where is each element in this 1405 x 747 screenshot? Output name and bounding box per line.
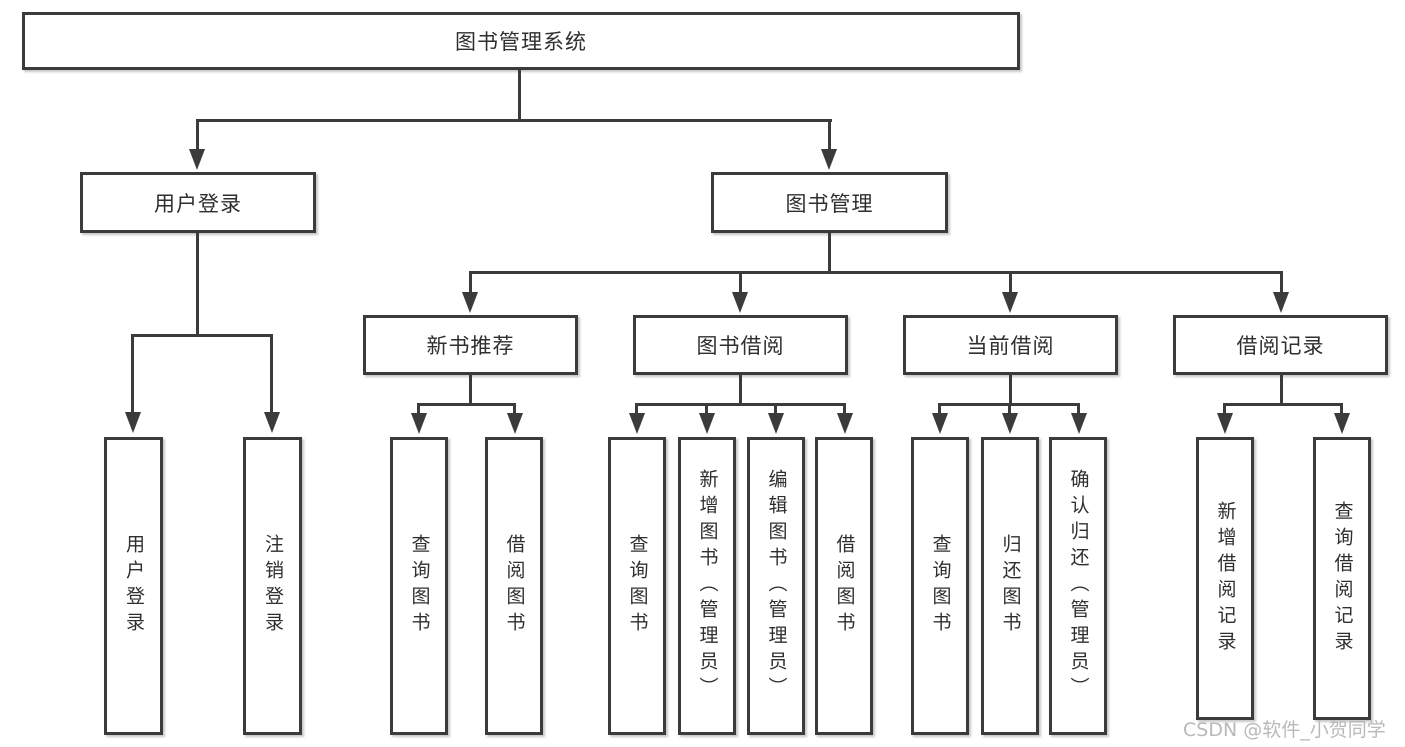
leaf-return-book: 归还图书 [981,437,1039,735]
arrow-down-icon [1002,292,1018,313]
connector-line [469,373,472,406]
connector-line [739,271,742,293]
connector-line [417,403,516,406]
leaf-add-borrow-record: 新增借阅记录 [1196,437,1254,720]
leaf-label: 用户登录 [123,534,145,638]
connector-line [1008,403,1011,414]
arrow-down-icon [837,413,853,434]
leaf-label: 编辑图书（管理员） [765,469,788,703]
arrow-down-icon [768,413,784,434]
connector-line [635,403,638,414]
leaf-label: 查询图书 [626,534,649,638]
node-library-management-system: 图书管理系统 [22,12,1020,70]
arrow-down-icon [411,413,427,434]
connector-line [1340,403,1343,414]
leaf-label: 注销登录 [262,534,284,638]
arrow-down-icon [1002,413,1018,434]
leaf-user-login: 用户登录 [104,437,163,735]
connector-line [270,334,273,413]
leaf-query-books-recommend: 查询图书 [390,437,448,735]
leaf-label: 确认归还（管理员） [1067,469,1090,703]
connector-line [469,271,472,293]
node-label: 图书管理系统 [455,30,587,54]
leaf-borrow-books-borrowing: 借阅图书 [815,437,873,735]
leaf-label: 借阅图书 [503,534,526,638]
connector-line [1223,403,1226,414]
csdn-watermark: CSDN @软件_小贺同学 [1183,719,1386,741]
node-book-management: 图书管理 [711,172,948,233]
leaf-query-books-current: 查询图书 [911,437,969,735]
arrow-down-icon [1217,413,1233,434]
connector-line [1009,271,1012,293]
node-label: 当前借阅 [966,334,1055,358]
leaf-label: 归还图书 [999,534,1022,638]
connector-line [828,119,831,150]
connector-line [1280,271,1283,293]
leaf-label: 借阅图书 [833,534,856,638]
leaf-edit-book-admin: 编辑图书（管理员） [747,437,805,735]
leaf-query-borrow-record: 查询借阅记录 [1313,437,1371,720]
arrow-down-icon [507,413,523,434]
arrow-down-icon [1334,413,1350,434]
leaf-label: 新增借阅记录 [1214,500,1237,657]
leaf-logout: 注销登录 [243,437,302,735]
arrow-down-icon [125,412,141,433]
node-current-borrowing: 当前借阅 [903,315,1118,375]
arrow-down-icon [732,292,748,313]
connector-line [705,403,708,414]
leaf-label: 查询图书 [929,534,952,638]
arrow-down-icon [462,292,478,313]
connector-line [1009,373,1012,406]
node-label: 图书借阅 [696,334,785,358]
arrow-down-icon [629,413,645,434]
connector-line [635,403,846,406]
node-label: 用户登录 [154,191,242,216]
arrow-down-icon [699,413,715,434]
node-label: 图书管理 [785,191,874,216]
connector-line [513,403,516,414]
leaf-label: 查询借阅记录 [1331,500,1354,657]
connector-line [828,231,831,274]
connector-line [1280,373,1283,406]
connector-line [196,119,832,122]
node-label: 新书推荐 [426,334,515,358]
leaf-add-book-admin: 新增图书（管理员） [678,437,736,735]
arrow-down-icon [821,149,837,170]
connector-line [131,334,272,337]
node-user-login: 用户登录 [80,172,316,233]
arrow-down-icon [189,149,205,170]
connector-line [843,403,846,414]
arrow-down-icon [932,413,948,434]
connector-line [196,119,199,150]
node-new-book-recommendation: 新书推荐 [363,315,578,375]
connector-line [739,373,742,406]
leaf-label: 查询图书 [408,534,431,638]
leaf-label: 新增图书（管理员） [696,469,719,703]
connector-line [469,271,1283,274]
connector-line [938,403,941,414]
connector-line [131,334,134,413]
connector-line [518,68,521,122]
connector-line [774,403,777,414]
arrow-down-icon [1071,413,1087,434]
node-book-borrowing: 图书借阅 [633,315,848,375]
connector-line [1077,403,1080,414]
node-label: 借阅记录 [1236,334,1325,358]
connector-line [417,403,420,414]
arrow-down-icon [1273,292,1289,313]
connector-line [1223,403,1343,406]
arrow-down-icon [264,412,280,433]
connector-line [196,231,199,337]
leaf-confirm-return-admin: 确认归还（管理员） [1049,437,1107,735]
leaf-borrow-books-recommend: 借阅图书 [485,437,543,735]
leaf-query-books-borrowing: 查询图书 [608,437,666,735]
node-borrowing-records: 借阅记录 [1173,315,1388,375]
